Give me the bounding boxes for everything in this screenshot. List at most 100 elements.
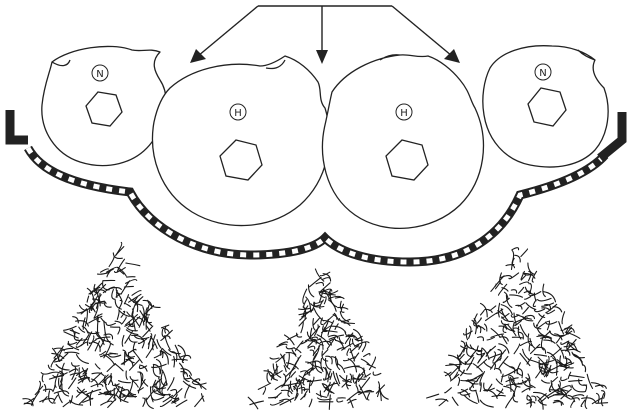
shred-flake — [561, 385, 572, 389]
shred-flake — [328, 289, 332, 297]
shred-flake — [564, 357, 572, 365]
shred-flake — [84, 309, 88, 327]
shred-flake — [375, 384, 386, 394]
shred-flake — [529, 337, 536, 349]
shred-flake — [114, 363, 124, 372]
shred-flake — [483, 382, 488, 392]
shred-flake — [145, 343, 155, 358]
shred-flake — [543, 364, 552, 378]
shred-flake — [524, 314, 536, 320]
shred-flake — [98, 350, 107, 356]
shred-flake — [554, 333, 563, 341]
shred-flake — [328, 295, 342, 300]
shred-flake — [69, 395, 73, 404]
shred-flake — [127, 352, 135, 358]
shred-flake — [542, 283, 546, 298]
shred-flake — [343, 356, 356, 362]
shred-flake — [86, 393, 92, 406]
shred-flake — [560, 389, 568, 398]
shred-flake — [90, 383, 104, 388]
shred-flake — [117, 380, 131, 384]
shred-flake — [112, 252, 123, 259]
shred-flake — [563, 343, 576, 348]
shred-flake — [77, 386, 90, 398]
shred-flake — [466, 345, 471, 357]
shred-flake — [543, 359, 548, 375]
shred-flake — [529, 343, 541, 355]
shred-flake — [125, 279, 138, 284]
shred-flake — [522, 306, 529, 315]
shred-flake — [319, 288, 325, 303]
shred-flake — [521, 387, 531, 393]
shred-flake — [326, 336, 336, 350]
shred-flake — [318, 338, 324, 350]
shred-flake — [312, 317, 320, 326]
shred-flake — [183, 377, 192, 380]
shred-flake — [447, 354, 462, 366]
shred-flake — [378, 386, 382, 402]
shred-flake — [152, 363, 161, 375]
shred-flake — [308, 276, 322, 288]
shred-flake — [323, 296, 327, 305]
shred-flake — [316, 397, 332, 401]
shred-flake — [529, 291, 542, 297]
shred-flake — [131, 308, 134, 317]
shred-flake — [289, 380, 294, 392]
shred-flake — [173, 394, 178, 404]
rotor-3-badge — [395, 103, 413, 121]
shred-flake — [291, 349, 297, 356]
shred-flake — [75, 369, 87, 376]
shred-flake — [92, 298, 101, 307]
shred-flake — [517, 367, 524, 379]
shred-flake — [542, 291, 557, 303]
shred-flake — [522, 316, 534, 322]
shred-flake — [281, 376, 291, 388]
shred-flake — [363, 353, 371, 358]
shred-flake — [471, 319, 479, 329]
shred-flake — [344, 365, 360, 369]
shred-flake — [128, 296, 143, 306]
shred-flake — [459, 353, 465, 360]
shred-flake — [517, 326, 522, 340]
shred-flake — [537, 393, 547, 402]
shred-flake — [502, 297, 510, 304]
shred-flake — [105, 378, 111, 393]
shred-flake — [505, 377, 519, 383]
shred-flake — [500, 320, 510, 326]
shred-flake — [595, 392, 600, 404]
shred-flake — [476, 374, 483, 382]
shred-flake — [485, 312, 498, 322]
shred-flake — [426, 393, 440, 399]
shred-flake — [135, 299, 141, 306]
shred-flake — [486, 383, 493, 392]
shred-flake — [292, 385, 298, 392]
shred-flake — [151, 396, 165, 401]
feed-arrow-head-left — [190, 49, 206, 63]
shred-flake — [145, 389, 156, 401]
shred-flake — [53, 394, 59, 404]
shred-flake — [149, 386, 154, 403]
shred-flake — [276, 343, 288, 348]
shred-flake — [537, 356, 549, 369]
shred-flake — [520, 248, 529, 258]
shred-flake — [309, 327, 313, 340]
shred-flake — [511, 336, 524, 339]
shred-flake — [96, 272, 110, 275]
shred-flake — [335, 372, 341, 385]
shred-flake — [529, 384, 536, 389]
shred-flake — [142, 325, 154, 338]
shred-flake — [551, 376, 559, 383]
shred-flake — [120, 389, 130, 393]
shred-flake — [504, 323, 515, 332]
shred-flake — [468, 325, 472, 339]
shred-flake — [496, 388, 504, 397]
shred-flake — [525, 302, 537, 311]
shred-flake — [323, 314, 335, 325]
shred-flake — [88, 315, 103, 324]
shred-flake — [107, 268, 114, 273]
shred-flake — [279, 397, 295, 406]
shred-flake — [567, 394, 576, 403]
shred-flake — [541, 307, 551, 311]
rotor-3-badge-label: H — [400, 108, 408, 119]
